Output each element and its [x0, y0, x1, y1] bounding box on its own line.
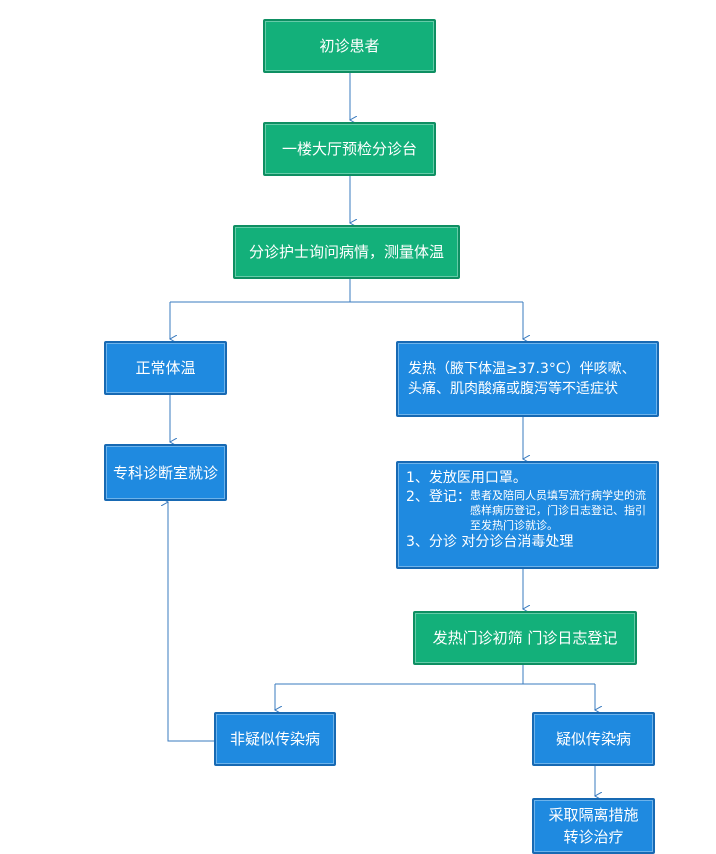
node-specialist-label: 专科诊断室就诊: [112, 463, 218, 482]
node-lobby-triage: 一楼大厅预检分诊台: [263, 122, 436, 176]
node-isolation-line-1: 采取隔离措施: [548, 806, 639, 824]
node-initial-visit-label: 初诊患者: [319, 37, 380, 55]
node-specialist: 专科诊断室就诊: [104, 444, 227, 501]
step-2-detail: 患者及陪同人员填写流行病学史的流感样病历登记，门诊日志登记、指引至发热门诊就诊。: [470, 489, 646, 532]
node-fever-symptoms: 发热（腋下体温≥37.3°C）伴咳嗽、 头痛、肌肉酸痛或腹泻等不适症状: [396, 341, 659, 417]
node-initial-visit: 初诊患者: [263, 19, 436, 73]
node-isolation-line-2: 转诊治疗: [563, 828, 624, 846]
node-normal-temp-label: 正常体温: [135, 359, 196, 377]
node-non-suspected: 非疑似传染病: [214, 712, 336, 766]
step-1: 1、发放医用口罩。: [406, 470, 527, 486]
node-triage-steps: 1、发放医用口罩。 2、登记： 患者及陪同人员填写流行病学史的流感样病历登记，门…: [396, 461, 659, 569]
arrow-non-suspected-to-specialist: [168, 502, 214, 742]
step-2-label: 2、登记：: [406, 489, 471, 505]
node-isolation: 采取隔离措施 转诊治疗: [532, 798, 655, 854]
node-suspected-label: 疑似传染病: [555, 730, 631, 748]
node-nurse-check: 分诊护士询问病情，测量体温: [233, 225, 460, 279]
node-fever-clinic: 发热门诊初筛 门诊日志登记: [413, 611, 637, 665]
step-3: 3、分诊 对分诊台消毒处理: [406, 534, 574, 550]
node-nurse-check-label: 分诊护士询问病情，测量体温: [248, 243, 444, 261]
node-non-suspected-label: 非疑似传染病: [229, 730, 320, 748]
node-lobby-triage-label: 一楼大厅预检分诊台: [281, 140, 417, 158]
node-normal-temp: 正常体温: [104, 341, 227, 395]
node-suspected: 疑似传染病: [532, 712, 655, 766]
node-fever-line-1: 发热（腋下体温≥37.3°C）伴咳嗽、: [408, 361, 636, 377]
node-fever-line-2: 头痛、肌肉酸痛或腹泻等不适症状: [408, 381, 618, 397]
node-fever-clinic-label: 发热门诊初筛 门诊日志登记: [432, 629, 618, 647]
